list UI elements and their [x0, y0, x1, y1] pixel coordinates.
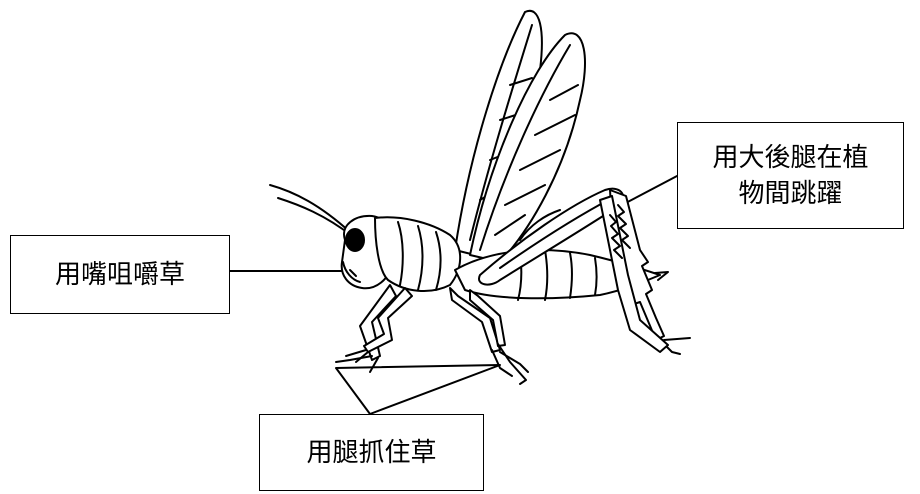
- leader-line-hind-legs: [619, 175, 678, 207]
- abdomen-tip: [654, 271, 669, 281]
- leader-line-legs-grip: [335, 364, 501, 415]
- label-jump-line-2: 物間跳躍: [738, 178, 843, 209]
- label-grip-grass-text: 用腿抓住草: [306, 437, 437, 468]
- label-grip-grass: 用腿抓住草: [259, 414, 484, 491]
- label-jump-line-1: 用大後腿在植: [712, 142, 869, 173]
- antenna-upper: [269, 184, 351, 233]
- middle-leg-1: [449, 287, 501, 353]
- compound-eye: [345, 228, 365, 252]
- label-chew-grass: 用嘴咀嚼草: [10, 235, 230, 314]
- front-leg-1: [359, 284, 397, 361]
- thorax: [374, 216, 462, 292]
- front-wing: [469, 32, 586, 263]
- label-chew-grass-text: 用嘴咀嚼草: [54, 259, 185, 290]
- middle-leg-2: [469, 289, 506, 347]
- mouthparts: [342, 261, 361, 283]
- label-jump-between-plants: 用大後腿在植 物間跳躍: [677, 122, 904, 229]
- antenna-lower: [277, 197, 353, 237]
